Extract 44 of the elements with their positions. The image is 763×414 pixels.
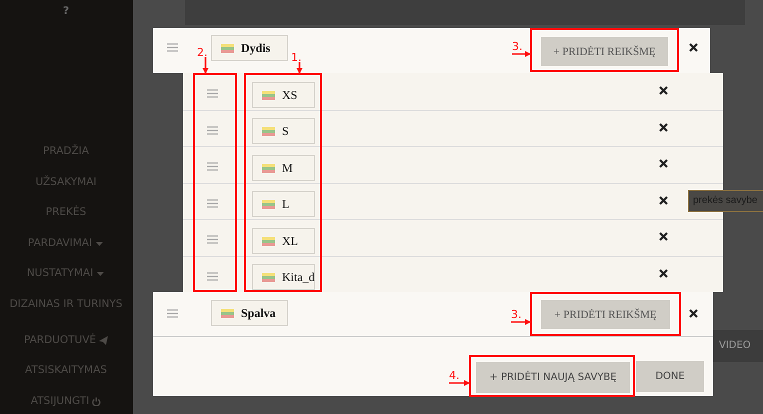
arrow (512, 51, 531, 57)
menu-item: UŽSAKYMAI (36, 176, 96, 188)
add-button: + PRIDĖTI NAUJĄ SAVYBĘ (476, 362, 630, 393)
value-field (252, 82, 315, 108)
highlight-frame (193, 73, 237, 292)
field-text: L (282, 196, 290, 212)
arrow (296, 62, 302, 74)
callout-number: 4. (449, 369, 460, 382)
value-field (252, 118, 315, 144)
menu-item: NUSTATYMAI (26, 267, 94, 279)
field-text: S (282, 124, 289, 138)
highlight-frame (530, 28, 679, 72)
value-field (252, 228, 315, 254)
field-text: XS (282, 88, 298, 102)
callout-number: 3. (511, 308, 522, 321)
menu-item: PRADŽIA (43, 145, 89, 157)
field-text: Kita_d (282, 270, 315, 284)
field-text: M (282, 160, 293, 176)
field-text: XL (282, 234, 298, 248)
arrow (511, 319, 531, 325)
menu-item: DIZAINAS IR TURINYS (10, 298, 122, 310)
field-text: Spalva (241, 306, 276, 320)
callout-number: 2. (197, 46, 208, 59)
help-link: ? (62, 5, 70, 17)
arrow (449, 380, 470, 386)
value-field (252, 191, 315, 217)
highlight-frame (244, 73, 322, 292)
menu-item: ATSIJUNGTI (30, 395, 90, 407)
value-field (252, 264, 315, 290)
menu-item: PARDUOTUVĖ (24, 334, 96, 346)
value-field (252, 155, 315, 181)
field-text: Dydis (241, 40, 270, 56)
done-button: DONE (636, 361, 704, 392)
callout-number: 1. (291, 51, 302, 64)
add-button: + PRIDĖTI REIKŠMĘ (541, 300, 670, 329)
callout-number: 3. (512, 40, 522, 53)
menu-item: PARDAVIMAI (28, 237, 92, 249)
menu-item: PREKĖS (46, 206, 86, 218)
video-tab: VIDEO (713, 330, 763, 362)
arrow (202, 57, 208, 74)
menu-item: ATSISKAITYMAS (25, 364, 107, 376)
highlight-frame (530, 292, 681, 336)
highlight-frame (469, 355, 635, 397)
add-button: + PRIDĖTI REIKŠMĘ (541, 37, 668, 66)
